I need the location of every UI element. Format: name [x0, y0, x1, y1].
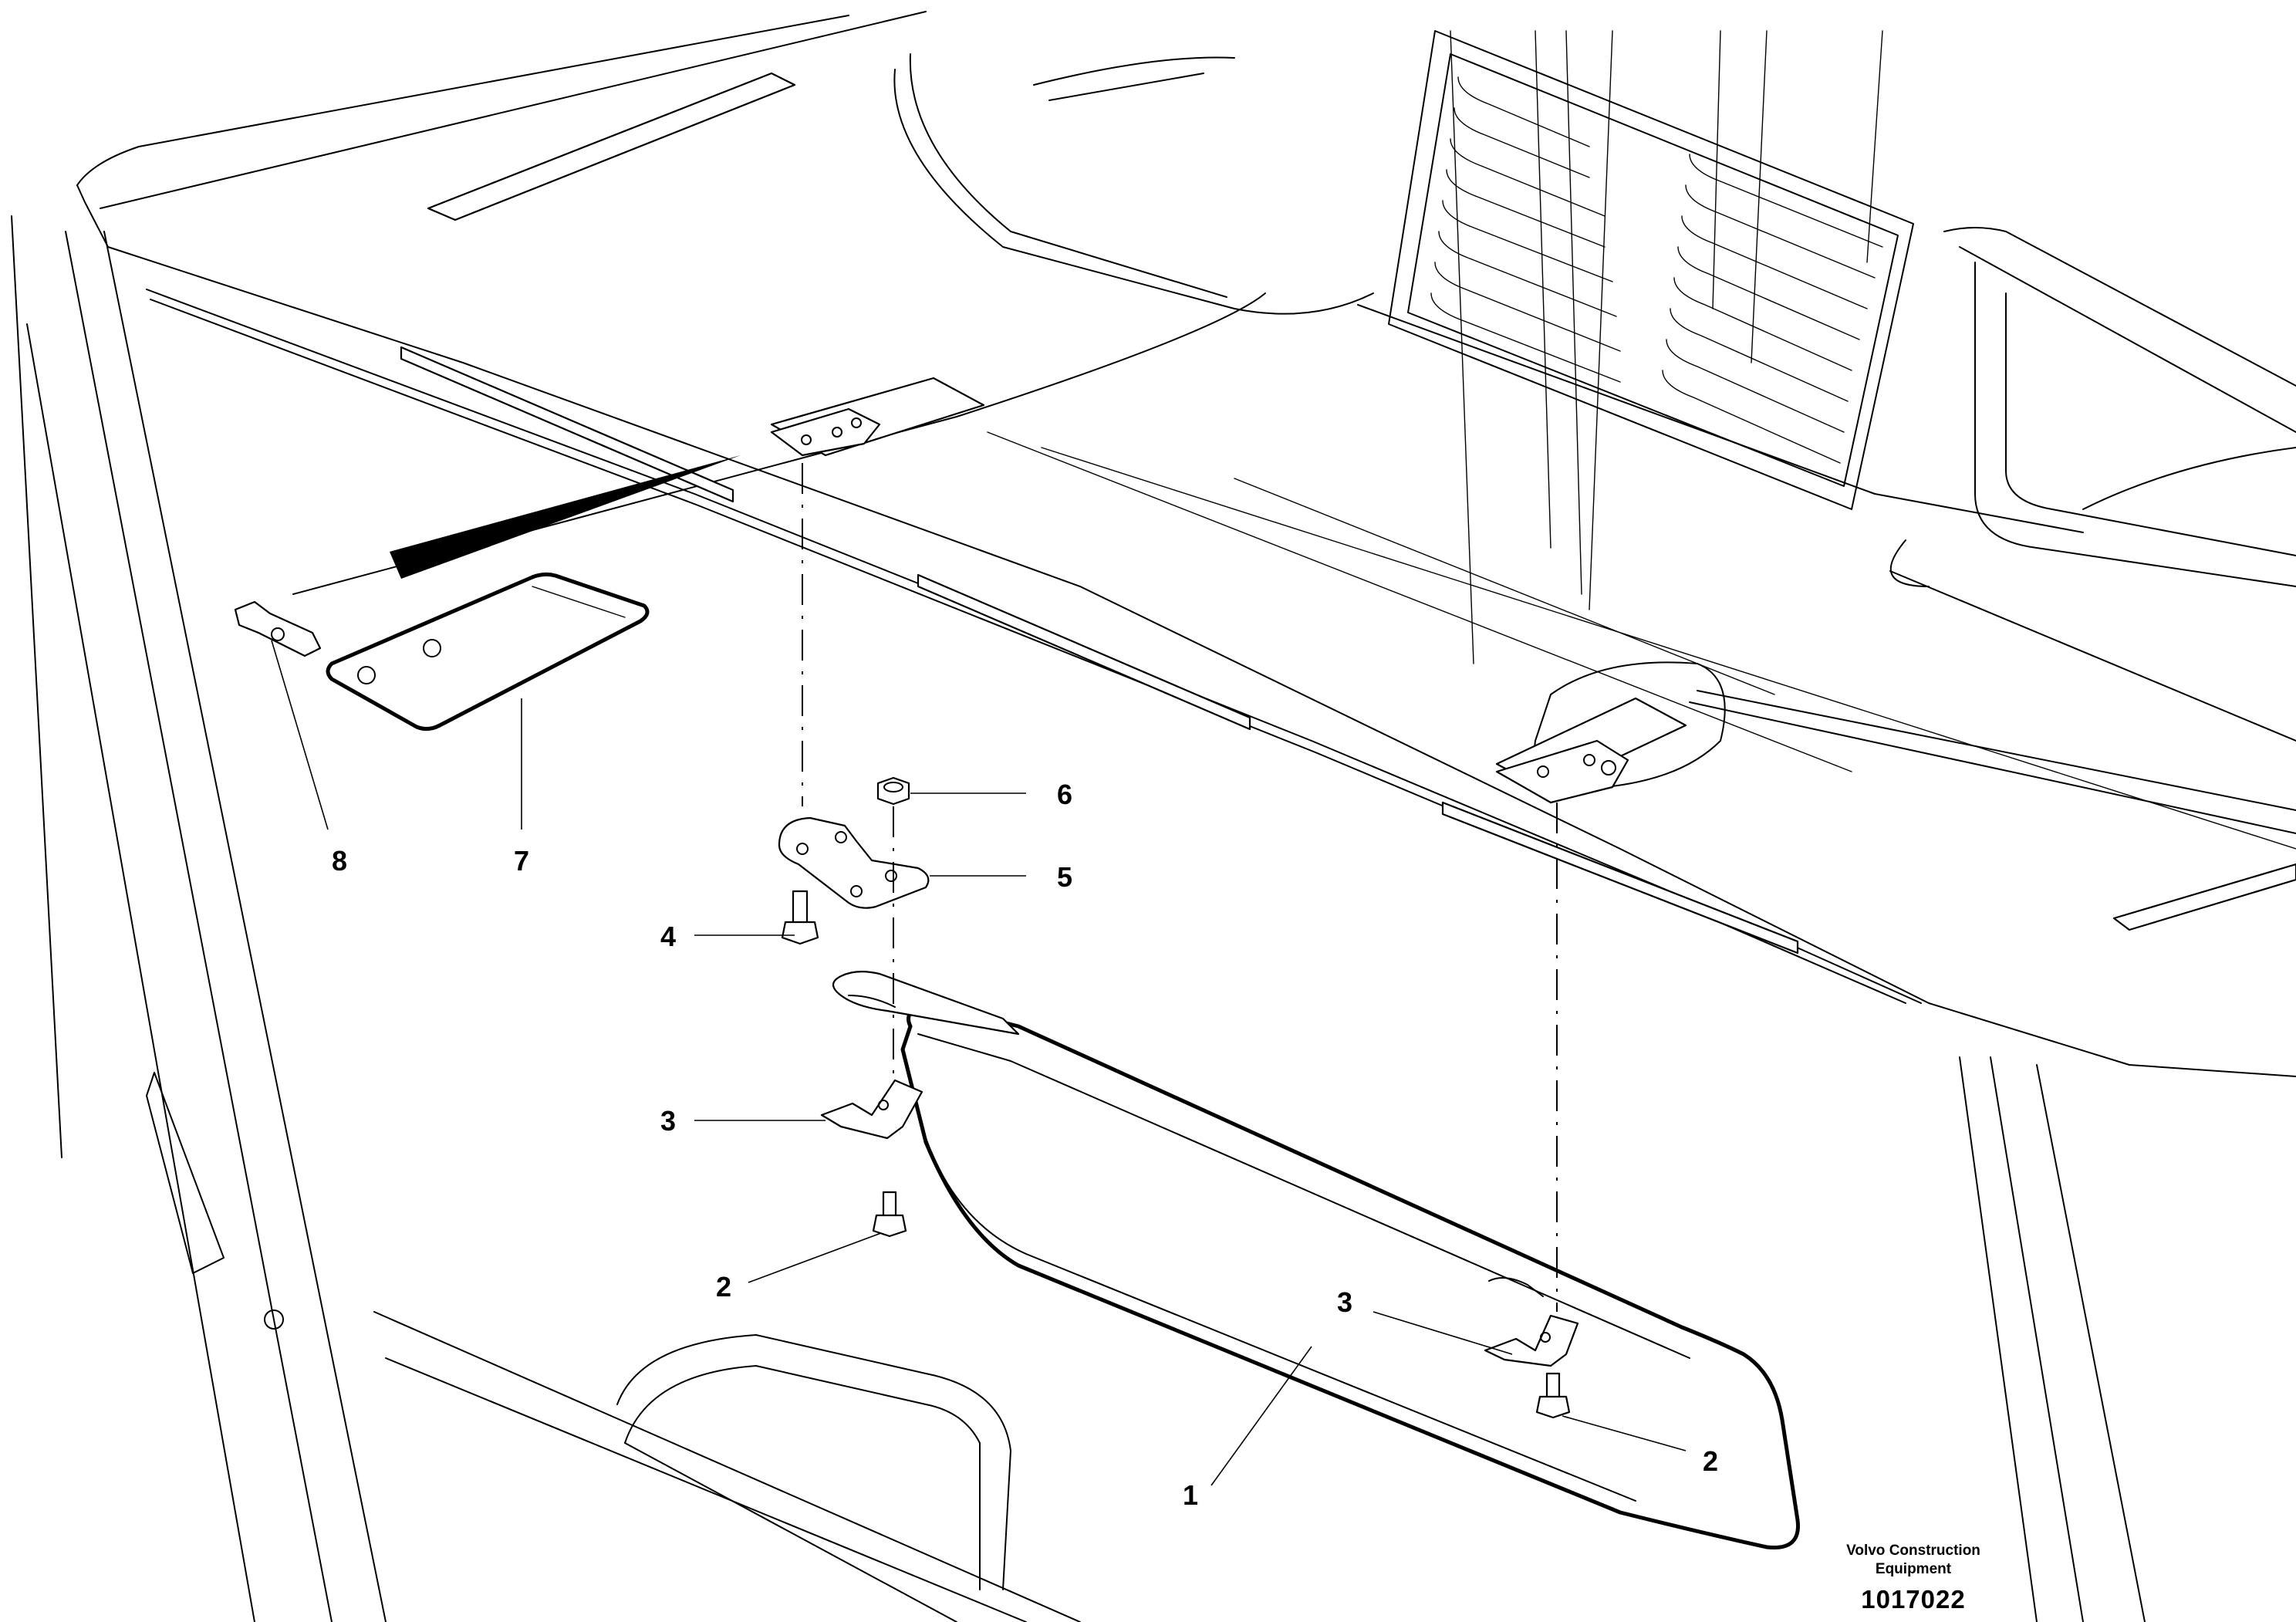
callouts: 1 2 2 3 3 4 5 6 7 8 — [332, 779, 1718, 1511]
callout-6: 6 — [1057, 779, 1072, 810]
plate-part-7 — [326, 572, 650, 732]
callout-1: 1 — [1183, 1479, 1198, 1511]
cab-frame — [11, 215, 2146, 1622]
brand-line-1: Volvo Construction — [1846, 1543, 1980, 1559]
clip-part-8 — [234, 600, 322, 657]
screw-part-2-right — [1535, 1372, 1571, 1419]
ceiling-slots — [400, 72, 2296, 955]
callout-2-left: 2 — [716, 1271, 731, 1303]
callout-4: 4 — [660, 921, 676, 952]
nut-part-6 — [876, 776, 910, 806]
leader-lines — [271, 640, 1687, 1486]
drawing-number: 1017022 — [1861, 1585, 1966, 1614]
callout-8: 8 — [332, 845, 347, 877]
clip-part-3-right — [1484, 1314, 1579, 1367]
mounted-bracket-right — [1495, 661, 1726, 804]
callout-7: 7 — [514, 845, 529, 877]
brand-line-2: Equipment — [1875, 1561, 1952, 1577]
clip-part-3-left — [820, 1079, 923, 1140]
sun-visor-part-1 — [832, 971, 1800, 1550]
screw-part-2-left — [872, 1191, 907, 1238]
brand-caption: Volvo Construction Equipment — [1774, 1542, 2052, 1579]
cab-ceiling — [76, 11, 2296, 1077]
bracket-part-5 — [778, 816, 930, 909]
callout-3-right: 3 — [1337, 1286, 1352, 1318]
callout-5: 5 — [1057, 861, 1072, 893]
screw-part-4 — [781, 890, 819, 945]
mounted-bracket-left — [770, 377, 985, 457]
callout-3-left: 3 — [660, 1105, 676, 1137]
ventilation-grille — [1388, 30, 1914, 664]
detail-pointer-arrow — [390, 455, 741, 579]
assembly-lines — [802, 463, 1558, 1312]
callout-2-right: 2 — [1703, 1445, 1718, 1477]
